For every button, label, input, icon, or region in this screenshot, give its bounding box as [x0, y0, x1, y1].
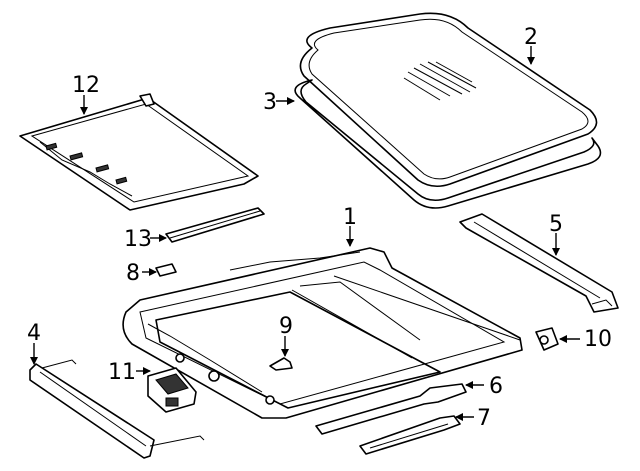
glass-reflection-lines [403, 61, 477, 101]
callout-6: 6 [489, 374, 503, 399]
bracket-part-9 [269, 357, 293, 371]
callout-8: 8 [126, 261, 140, 286]
guide-rail-part-5 [459, 213, 619, 313]
callout-12: 12 [72, 73, 100, 98]
deflector-strip-part [165, 207, 265, 243]
callout-7: 7 [477, 406, 491, 431]
motor-module-part [147, 367, 197, 413]
clip-part-8 [155, 263, 177, 277]
callout-9: 9 [279, 314, 293, 339]
sunshade-part [19, 93, 259, 211]
callout-4: 4 [27, 321, 41, 346]
connector-part-10 [535, 327, 559, 351]
trim-piece-part-6 [315, 383, 467, 435]
callout-3: 3 [263, 90, 277, 115]
callout-11: 11 [108, 360, 136, 385]
glass-panel-part [299, 12, 598, 188]
main-frame-part [122, 247, 523, 419]
callout-2: 2 [524, 25, 538, 50]
callout-labels: 2 3 12 1 5 13 8 9 10 4 11 6 7 [27, 25, 612, 431]
callout-13: 13 [124, 227, 152, 252]
glass-seal-part [294, 79, 602, 209]
callout-10: 10 [584, 327, 612, 352]
leader-lines [30, 46, 580, 421]
callout-1: 1 [343, 205, 357, 230]
callout-5: 5 [549, 212, 563, 237]
trim-piece-part-7 [359, 415, 461, 455]
